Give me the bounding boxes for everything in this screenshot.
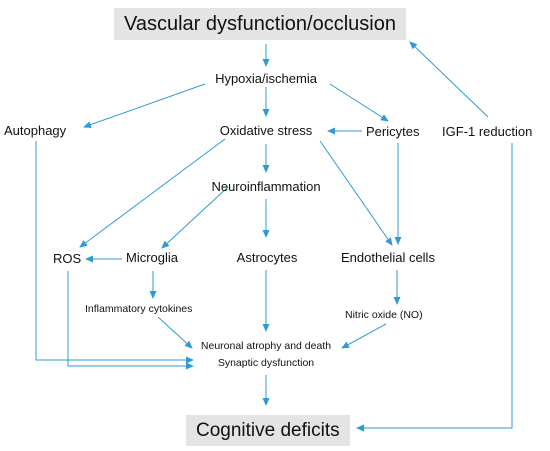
node-ros: ROS [53,251,82,266]
node-oxidative: Oxidative stress [219,123,313,138]
edge-hypoxia-pericytes [329,83,389,122]
edge-ros-synaptic [67,271,194,370]
node-astrocytes: Astrocytes [236,250,298,265]
edge-oxidative-ros [79,138,226,248]
edge-hypoxia-autophagy [83,83,206,128]
node-pericytes: Pericytes [366,124,420,139]
edge-autophagy-synaptic [35,141,194,364]
node-endothelial: Endothelial cells [341,250,435,265]
node-autophagy: Autophagy [4,123,67,138]
edge-cytokines-neuronal [157,316,193,349]
node-hypoxia: Hypoxia/ischemia [215,71,317,86]
node-vascular: Vascular dysfunction/occlusion [114,8,406,40]
edge-igf1-vascular [409,41,489,118]
node-igf1: IGF-1 reduction [442,124,533,139]
edge-nitric-neuronal [341,323,387,349]
edge-neuroinflammation-microglia [161,186,229,249]
node-microglia: Microglia [126,250,179,265]
edge-oxidative-endothelial [319,140,393,246]
node-neuroinflammation: Neuroinflammation [211,179,321,194]
node-neuronal: Neuronal atrophy and death [200,340,332,352]
node-cognitive: Cognitive deficits [186,415,350,446]
node-cytokines: Inflammatory cytokines [85,303,193,315]
node-synaptic: Synaptic dysfunction [217,357,315,369]
node-nitric: Nitric oxide (NO) [345,309,423,321]
edge-igf1-cognitive [356,143,513,432]
